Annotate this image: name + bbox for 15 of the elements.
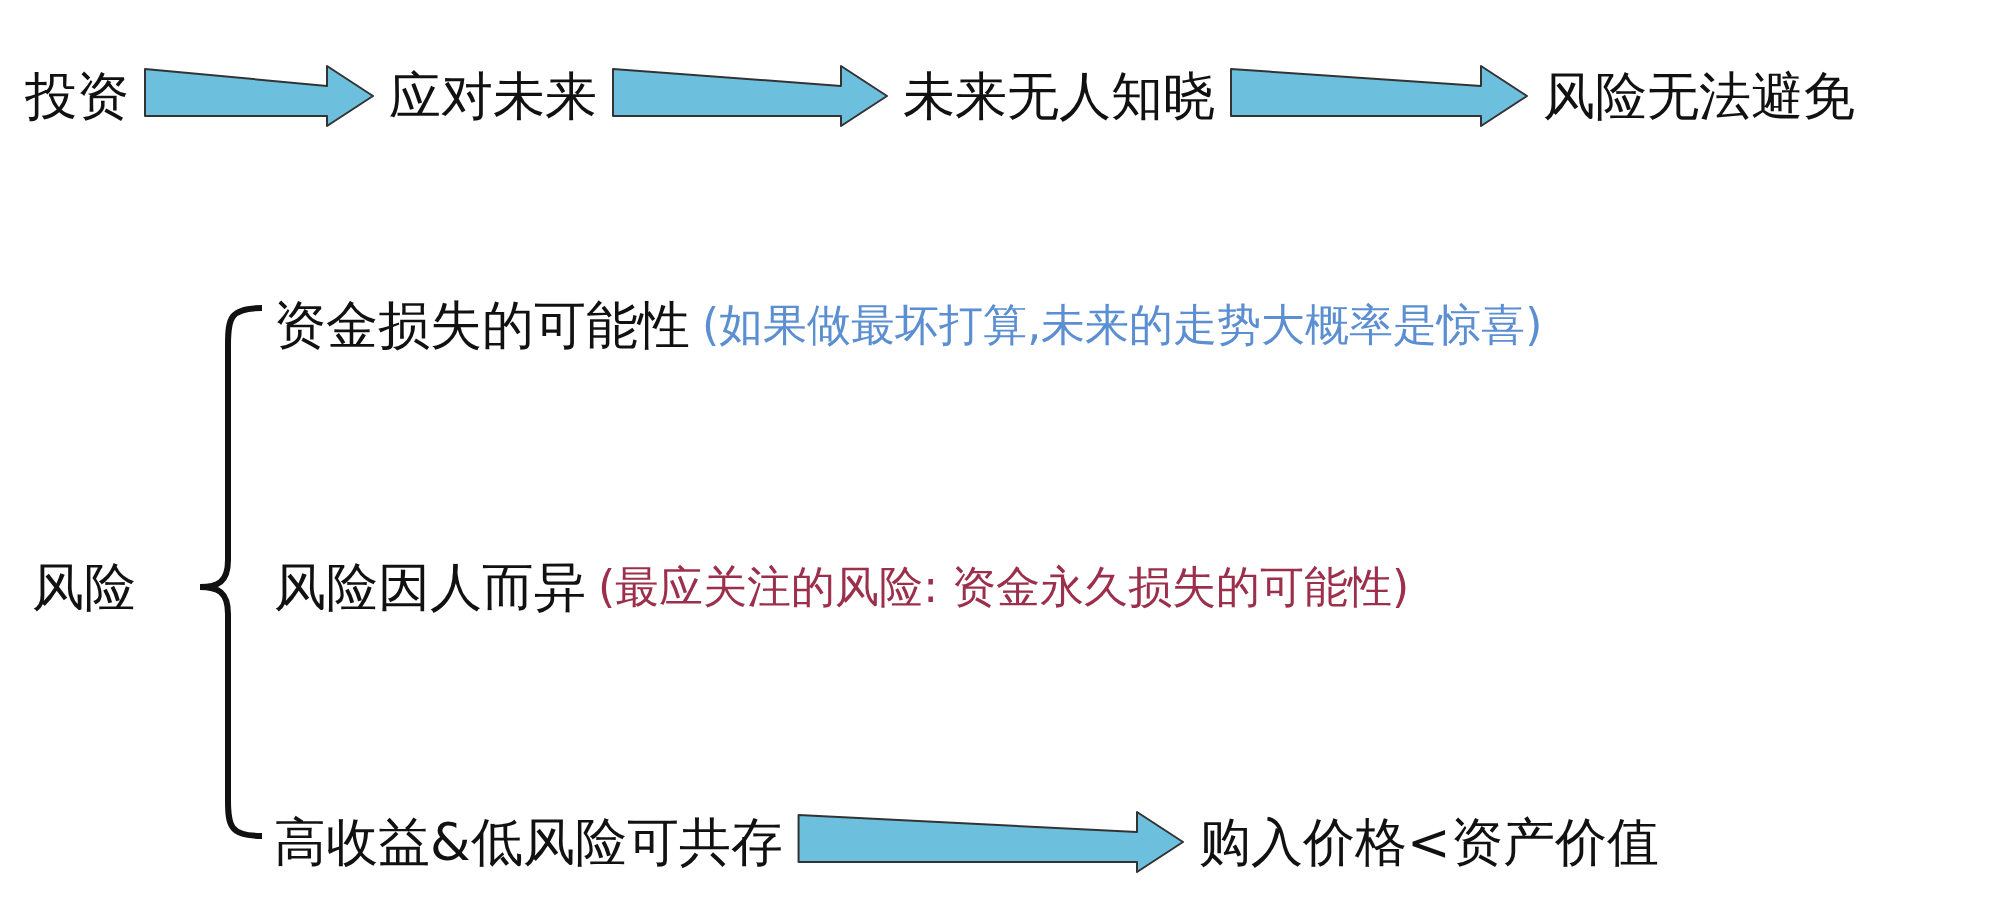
text-label: 应对未来 <box>389 64 597 128</box>
text-label: 资金损失的可能性 <box>274 293 690 357</box>
block-arrow <box>144 65 374 127</box>
text-label: 高收益&低风险可共存 <box>274 810 783 874</box>
text-label: 投资 <box>25 64 129 128</box>
note-text: (最应关注的风险: 资金永久损失的可能性) <box>598 560 1410 614</box>
block-arrow <box>1230 65 1528 127</box>
text-label: 风险无法避免 <box>1543 64 1855 128</box>
text-label: 风险 <box>32 555 136 619</box>
note-text: (如果做最坏打算,未来的走势大概率是惊喜) <box>702 298 1543 352</box>
block-arrow <box>612 65 888 127</box>
text-label: 风险因人而异 <box>274 555 586 619</box>
text-label: 未来无人知晓 <box>903 64 1215 128</box>
text-label: 购入价格<资产价值 <box>1199 810 1659 874</box>
block-arrow <box>797 811 1184 873</box>
